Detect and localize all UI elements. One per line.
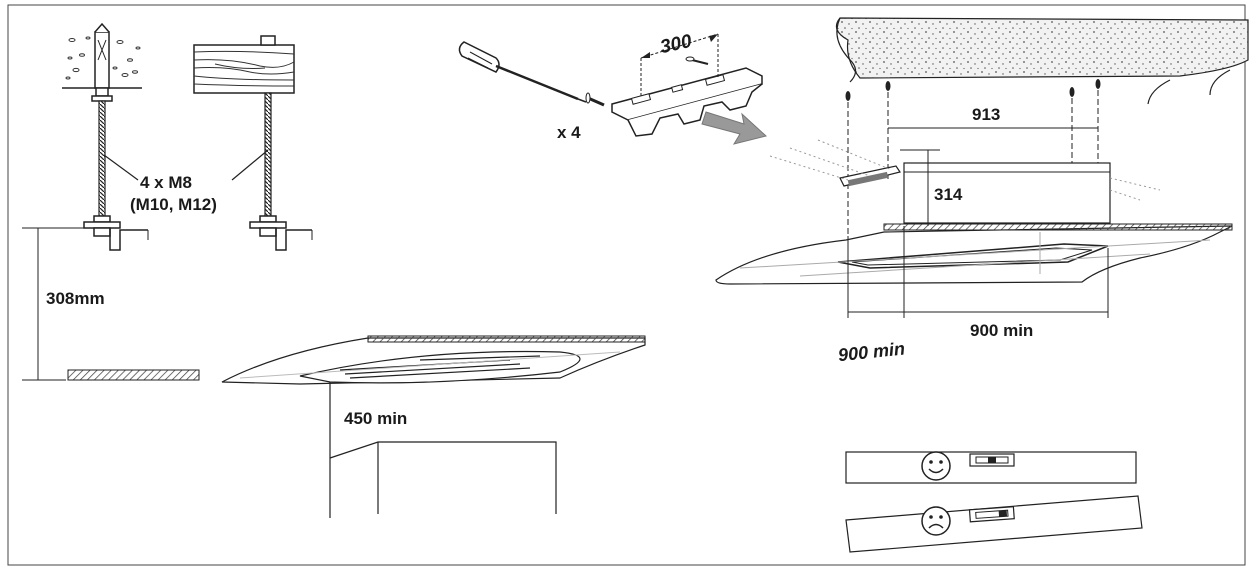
side-clearance-dimensions — [847, 226, 1109, 318]
ceiling-panel-opening — [715, 223, 1233, 285]
smiley-face-icon — [921, 451, 951, 481]
unit-height-label: 314 — [934, 185, 963, 204]
screw-count-label: x 4 — [557, 123, 581, 142]
drop-height-dimension — [22, 227, 200, 381]
wood-beam-anchor-detail — [193, 35, 313, 251]
drop-height-label: 308mm — [46, 289, 105, 308]
bracket-width-dimension — [640, 33, 719, 98]
level-good-detail — [845, 451, 1137, 484]
fixings-label: 4 x M8 — [140, 173, 192, 192]
fixings-leader-right — [231, 149, 269, 181]
bracket-width-label: 300 — [658, 31, 694, 58]
mounting-bracket — [611, 56, 763, 137]
indoor-unit-body — [900, 149, 1111, 226]
screw-icon — [585, 92, 605, 107]
side-clearance-right-label: 900 min — [970, 321, 1033, 340]
fixings-alt-label: (M10, M12) — [130, 195, 217, 214]
spirit-level-tilted-icon — [968, 506, 1015, 523]
hanger-brackets — [769, 139, 1161, 201]
obstacle-box — [329, 441, 557, 514]
figure-frame — [7, 4, 1246, 566]
threaded-rod-right — [264, 92, 272, 217]
false-ceiling-section — [67, 369, 200, 381]
threaded-rod-left — [98, 100, 106, 217]
bolt-spacing-label: 913 — [972, 105, 1000, 124]
side-clearance-left-label: 900 min — [837, 338, 906, 365]
fixings-leader-left — [103, 154, 139, 181]
screwdriver-icon — [458, 41, 587, 103]
frown-face-icon — [921, 506, 951, 536]
concrete-anchor-detail — [62, 22, 149, 251]
spirit-level-icon — [969, 453, 1015, 467]
direction-arrow-icon — [701, 111, 768, 145]
front-clearance-detail — [221, 335, 646, 518]
ceiling-slab — [835, 17, 1249, 105]
front-clearance-label: 450 min — [344, 409, 407, 428]
level-bad-detail — [845, 495, 1143, 553]
anchor-points — [845, 79, 1101, 236]
